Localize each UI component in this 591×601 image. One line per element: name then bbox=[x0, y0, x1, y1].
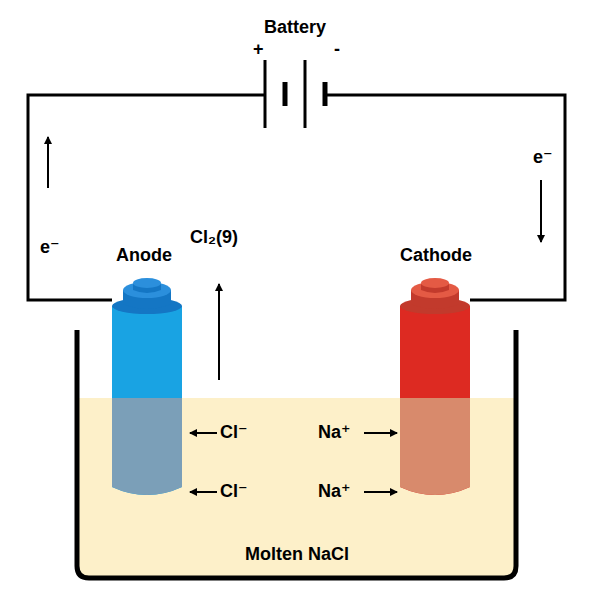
wire bbox=[28, 95, 240, 300]
cathode-electrode: Cathode bbox=[400, 282, 470, 495]
gas-arrow bbox=[218, 284, 220, 380]
molten-salt bbox=[77, 398, 516, 576]
electron-arrow bbox=[540, 180, 542, 242]
wire bbox=[350, 95, 565, 300]
ion-arrow bbox=[364, 491, 397, 493]
ion-label: Na⁺ bbox=[318, 482, 351, 502]
terminal-sign: - bbox=[334, 40, 340, 60]
anode-electrode: Anode bbox=[112, 282, 182, 495]
ion-arrow bbox=[190, 432, 217, 434]
electrolyte-label: Molten NaCl bbox=[245, 545, 349, 565]
ion-arrow bbox=[364, 432, 397, 434]
battery-symbol: Battery bbox=[240, 20, 350, 132]
node-label: Cathode bbox=[400, 246, 472, 266]
node-label: Battery bbox=[264, 18, 326, 38]
node-label: Anode bbox=[116, 246, 172, 266]
ion-label: Na⁺ bbox=[318, 423, 351, 443]
electron-arrow bbox=[47, 137, 49, 188]
gas-label: Cl₂(9) bbox=[190, 228, 238, 248]
electron-label: e⁻ bbox=[533, 148, 553, 168]
anode-electrode-shape bbox=[112, 282, 182, 495]
cathode-electrode-shape bbox=[400, 282, 470, 495]
electron-label: e⁻ bbox=[40, 238, 60, 258]
ion-label: Cl⁻ bbox=[220, 423, 248, 443]
ion-label: Cl⁻ bbox=[220, 482, 248, 502]
ion-arrow bbox=[190, 491, 217, 493]
terminal-sign: + bbox=[253, 40, 264, 60]
